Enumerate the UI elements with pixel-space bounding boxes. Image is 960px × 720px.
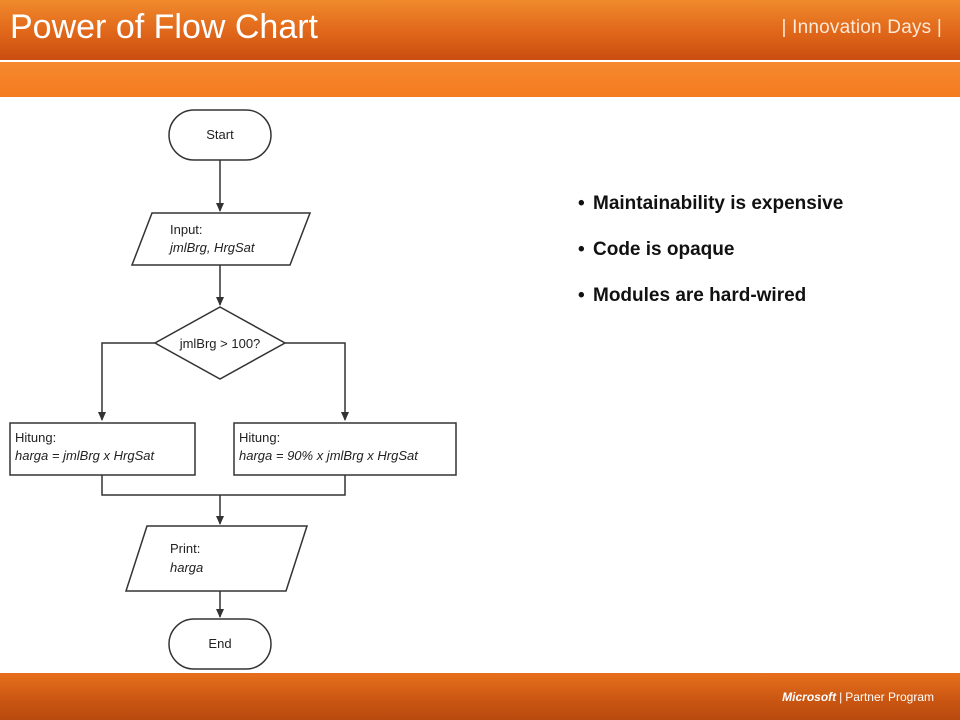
input-parallelogram: [130, 212, 312, 266]
end-label: End: [208, 636, 231, 651]
bullet-dot: •: [578, 285, 585, 306]
bullet-text: Maintainability is expensive: [593, 193, 844, 214]
calc-right-expr: harga = 90% x jmlBrg x HrgSat: [239, 448, 419, 463]
partner-program-logo: Microsoft|Partner Program: [782, 690, 934, 704]
input-vars: jmlBrg, HrgSat: [168, 240, 256, 255]
footer-bar: Microsoft|Partner Program: [0, 673, 960, 720]
decision-diamond: [153, 306, 287, 380]
bullet-dot: •: [578, 193, 585, 214]
calc-left-box: [9, 422, 196, 476]
header-bar: Power of Flow Chart | Innovation Days |: [0, 0, 960, 60]
calc-left-expr: harga = jmlBrg x HrgSat: [15, 448, 155, 463]
start-label: Start: [206, 127, 234, 142]
end-terminal: [168, 618, 272, 670]
partner-program-text: Partner Program: [845, 690, 934, 704]
decision-label: jmlBrg > 100?: [179, 336, 261, 351]
print-parallelogram: [124, 525, 309, 592]
print-var: harga: [170, 560, 203, 575]
connector-merge: [101, 475, 346, 496]
microsoft-logo-text: Microsoft: [782, 690, 837, 704]
bullet-list: • Maintainability is expensive • Code is o…: [578, 192, 948, 330]
slide-title: Power of Flow Chart: [10, 8, 318, 46]
bullet-item: • Modules are hard-wired: [578, 284, 948, 307]
logo-separator: |: [839, 690, 843, 704]
bullet-text: Modules are hard-wired: [593, 285, 807, 306]
input-label: Input:: [170, 222, 203, 237]
print-label: Print:: [170, 541, 200, 556]
calc-left-label: Hitung:: [15, 430, 56, 445]
connector-decision-left: [98, 342, 155, 421]
flowchart-svg: Start Input: jmlBrg, HrgSat jmlBrg > 100…: [9, 109, 457, 670]
calc-right-label: Hitung:: [239, 430, 280, 445]
bullet-item: • Maintainability is expensive: [578, 192, 948, 215]
orange-band: [0, 62, 960, 97]
flowchart: Start Input: jmlBrg, HrgSat jmlBrg > 100…: [0, 100, 470, 675]
bullet-dot: •: [578, 239, 585, 260]
connector-decision-right: [285, 342, 349, 421]
bullet-item: • Code is opaque: [578, 238, 948, 261]
bullet-text: Code is opaque: [593, 239, 735, 260]
innovation-days-logo: | Innovation Days |: [781, 17, 942, 38]
header-divider: [0, 60, 960, 62]
